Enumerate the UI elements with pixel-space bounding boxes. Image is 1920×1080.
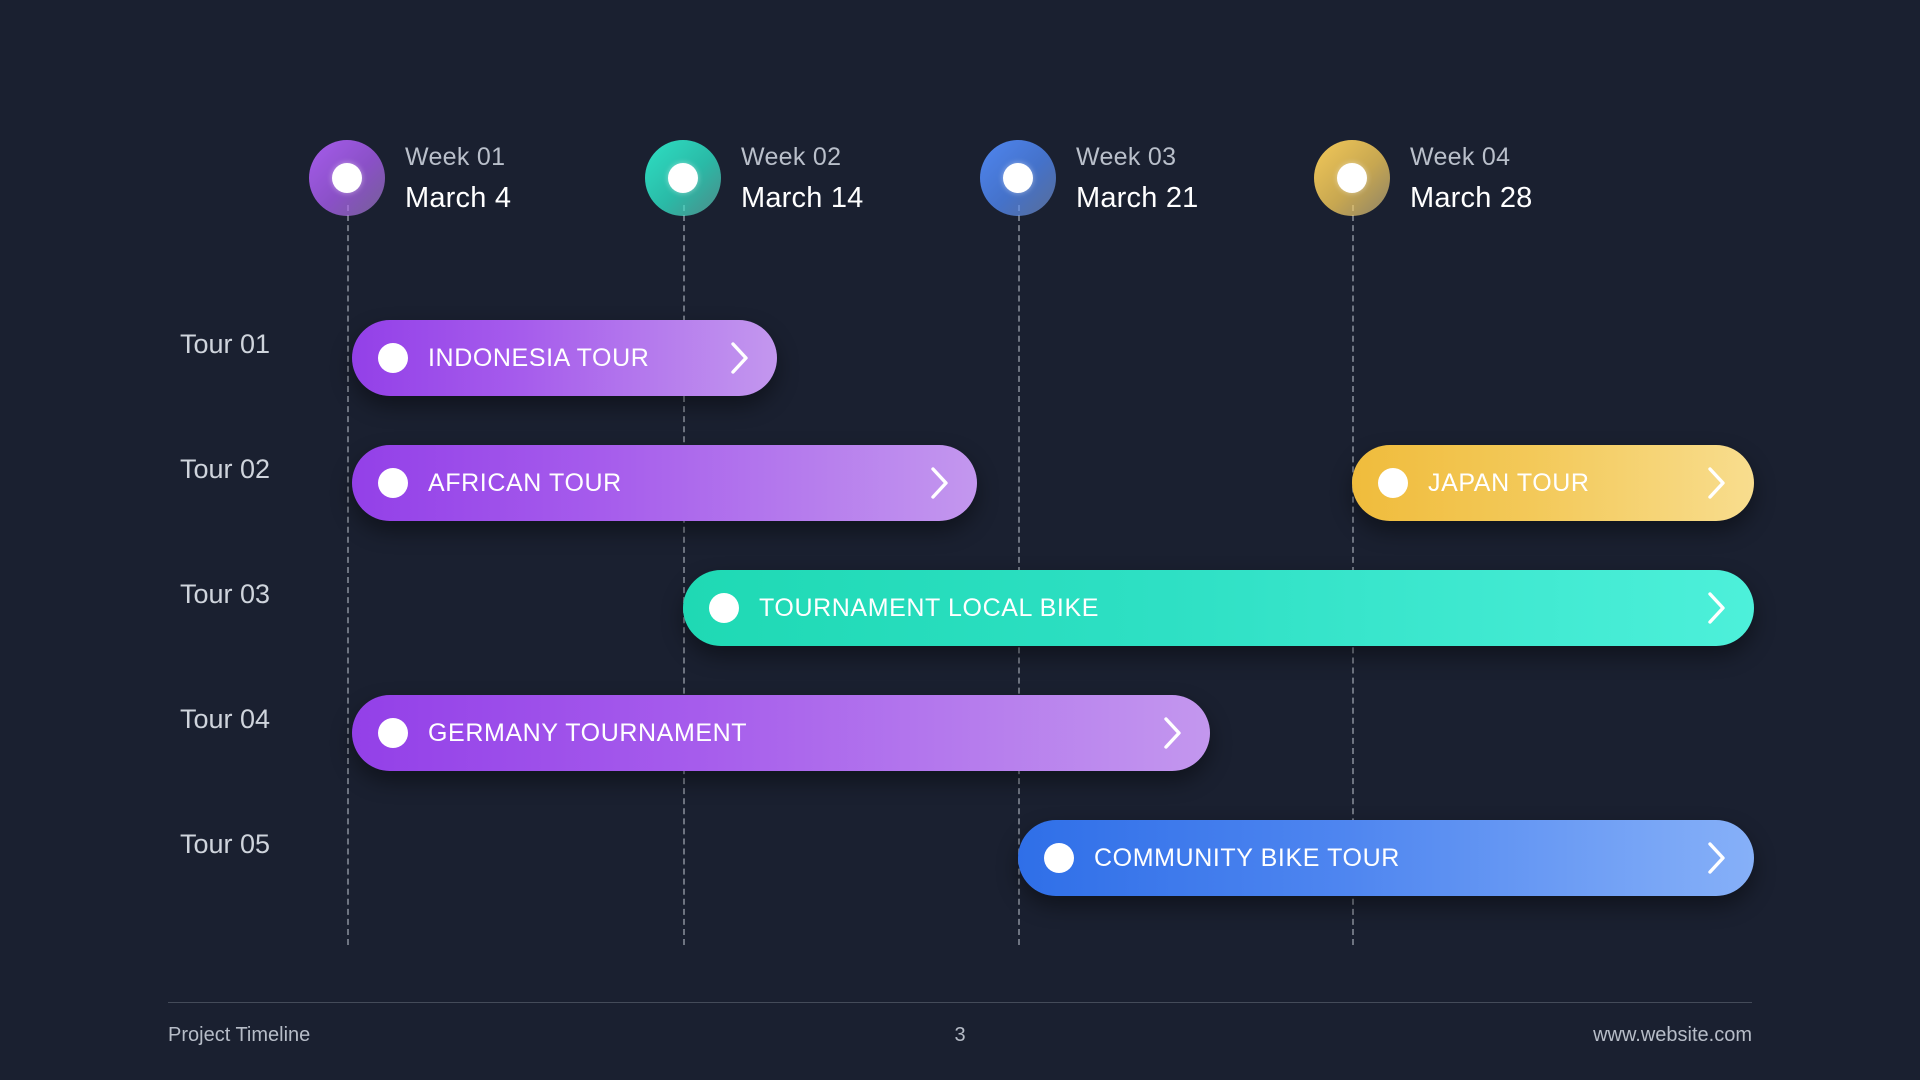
task-bar[interactable]: INDONESIA TOUR [352, 320, 777, 396]
footer-title: Project Timeline [168, 1024, 311, 1046]
task-bar-label: TOURNAMENT LOCAL BIKE [759, 593, 1099, 622]
task-bar-label: INDONESIA TOUR [428, 343, 650, 372]
gridline-week-2 [683, 205, 685, 945]
task-bar-label: GERMANY TOURNAMENT [428, 718, 748, 747]
week-date: March 28 [1410, 182, 1533, 214]
week-marker-text: Week 04 March 28 [1410, 140, 1533, 218]
task-bar-label: AFRICAN TOUR [428, 468, 622, 497]
task-bar-dot-icon [1378, 468, 1408, 498]
week-marker-text: Week 02 March 14 [741, 140, 864, 218]
week-label: Week 04 [1410, 143, 1511, 171]
task-bar-dot-icon [378, 343, 408, 373]
chevron-right-icon[interactable] [1706, 841, 1728, 875]
chevron-right-icon[interactable] [1706, 591, 1728, 625]
task-bar[interactable]: JAPAN TOUR [1352, 445, 1754, 521]
week-marker-inner-dot-icon [1003, 163, 1033, 193]
row-label-tour-2: Tour 02 [180, 454, 271, 484]
footer-page-number: 3 [954, 1024, 966, 1046]
week-marker-text: Week 01 March 4 [405, 140, 511, 218]
week-marker-inner-dot-icon [668, 163, 698, 193]
chevron-right-icon[interactable] [729, 341, 751, 375]
task-bar-dot-icon [1044, 843, 1074, 873]
week-date: March 21 [1076, 182, 1199, 214]
gridline-week-1 [347, 205, 349, 945]
task-bar[interactable]: GERMANY TOURNAMENT [352, 695, 1210, 771]
task-bar-dot-icon [378, 468, 408, 498]
footer-divider [168, 1002, 1752, 1003]
chevron-right-icon[interactable] [929, 466, 951, 500]
week-date: March 4 [405, 182, 512, 214]
chevron-right-icon[interactable] [1706, 466, 1728, 500]
week-label: Week 03 [1076, 143, 1177, 171]
task-bar-dot-icon [709, 593, 739, 623]
task-bar-label: JAPAN TOUR [1428, 468, 1590, 497]
week-marker-dot-icon [980, 140, 1056, 216]
week-marker-inner-dot-icon [1337, 163, 1367, 193]
row-label-tour-4: Tour 04 [180, 704, 271, 734]
week-marker-dot-icon [645, 140, 721, 216]
task-bar[interactable]: AFRICAN TOUR [352, 445, 977, 521]
row-label-tour-1: Tour 01 [180, 329, 271, 359]
footer-website: www.website.com [1593, 1024, 1752, 1046]
week-label: Week 01 [405, 143, 506, 171]
task-bar-label: COMMUNITY BIKE TOUR [1094, 843, 1400, 872]
task-bar-dot-icon [378, 718, 408, 748]
row-label-tour-5: Tour 05 [180, 829, 271, 859]
week-date: March 14 [741, 182, 864, 214]
row-label-tour-3: Tour 03 [180, 579, 271, 609]
week-marker-text: Week 03 March 21 [1076, 140, 1199, 218]
week-marker-dot-icon [309, 140, 385, 216]
week-marker-inner-dot-icon [332, 163, 362, 193]
task-bar[interactable]: COMMUNITY BIKE TOUR [1018, 820, 1754, 896]
week-label: Week 02 [741, 143, 842, 171]
chevron-right-icon[interactable] [1162, 716, 1184, 750]
task-bar[interactable]: TOURNAMENT LOCAL BIKE [683, 570, 1754, 646]
week-marker-dot-icon [1314, 140, 1390, 216]
